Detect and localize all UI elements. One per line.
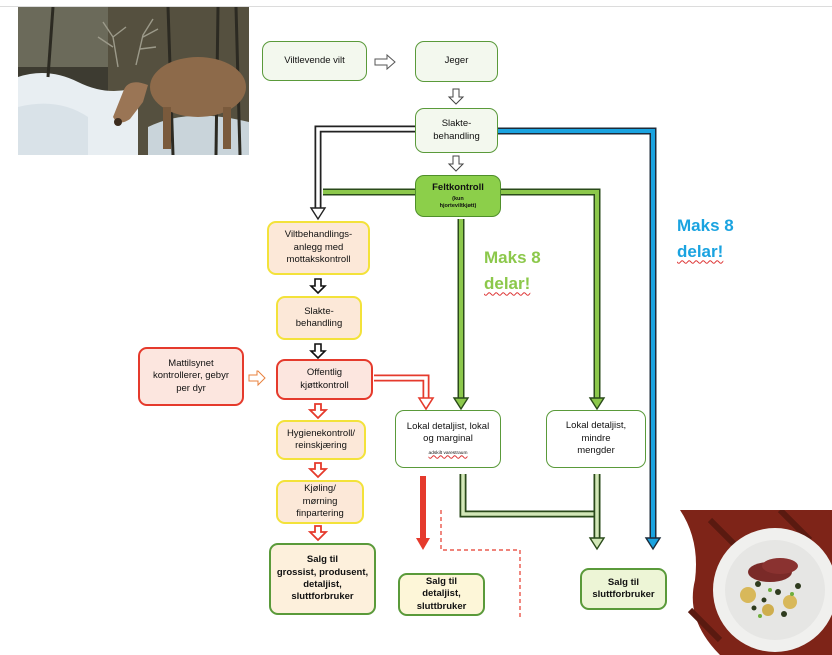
box-feltkontroll-note: (kun hjorteviltkjøtt) xyxy=(439,195,477,209)
line-feltkontroll-to-lokal-mindre xyxy=(501,188,601,400)
box-viltlevende-vilt: Viltlevende vilt xyxy=(262,41,367,81)
box-hygienekontroll-label: Hygienekontroll/ reinskjæring xyxy=(286,427,356,451)
box-feltkontroll: Feltkontroll (kun hjorteviltkjøtt) xyxy=(415,175,501,217)
box-kjoling: Kjøling/ mørning finpartering xyxy=(276,480,364,524)
box-jeger-label: Jeger xyxy=(444,55,469,67)
box-offentlig-kjottkontroll-label: Offentlig kjøttkontroll xyxy=(300,367,349,391)
maks-green-line1: Maks 8 xyxy=(484,248,541,267)
box-slaktebehandling-1-label: Slakte- behandling xyxy=(433,118,480,142)
box-viltbehandlingsanlegg-label: Viltbehandlings- anlegg med mottakskontr… xyxy=(284,229,353,266)
arrow-viltlevende-jeger xyxy=(374,53,396,71)
dashed-separator xyxy=(440,510,521,620)
box-slaktebehandling-2-label: Slakte- behandling xyxy=(295,305,343,329)
arrow-mattilsynet-offentlig xyxy=(248,370,266,387)
box-lokal-mindre: Lokal detaljist, mindre mengder xyxy=(546,410,646,468)
venison-dish-photo xyxy=(680,510,832,655)
arrow-hygiene-kjoling xyxy=(307,462,329,479)
maks-blue-line1: Maks 8 xyxy=(677,216,734,235)
box-lokal-marginal-note: adskilt varestraum xyxy=(428,450,468,456)
box-salg-sluttforbruker-label: Salg til sluttforbruker xyxy=(592,576,655,600)
arrow-offentlig-hygiene xyxy=(307,403,329,420)
arrow-slakte-feltkontroll xyxy=(447,155,465,172)
maks-8-delar-green: Maks 8 delar! xyxy=(484,245,541,296)
box-slaktebehandling-1: Slakte- behandling xyxy=(415,108,498,153)
slide-top-rule xyxy=(0,6,832,7)
arrow-viltbehandling-slakte xyxy=(309,278,327,295)
line-offentlig-to-lokal-marginal xyxy=(374,374,430,400)
arrow-jeger-slakte xyxy=(447,88,465,105)
box-hygienekontroll: Hygienekontroll/ reinskjæring xyxy=(276,420,366,460)
maks-8-delar-blue: Maks 8 delar! xyxy=(677,213,734,264)
line-lokal-marginal-to-salg-slutt xyxy=(459,474,597,518)
box-jeger: Jeger xyxy=(415,41,498,82)
box-salg-grossist: Salg til grossist, produsent, detaljist,… xyxy=(269,543,376,615)
box-mattilsynet-label: Mattilsynet kontrollerer, gebyr per dyr xyxy=(152,357,230,394)
box-lokal-marginal-label: Lokal detaljist, lokal og marginal xyxy=(406,421,490,445)
box-lokal-marginal: Lokal detaljist, lokal og marginal adski… xyxy=(395,410,501,468)
arrow-kjoling-salg xyxy=(307,525,329,542)
line-slakte-to-viltbehandling xyxy=(314,125,415,211)
box-kjoling-label: Kjøling/ mørning finpartering xyxy=(296,483,344,520)
box-salg-grossist-label: Salg til grossist, produsent, detaljist,… xyxy=(276,554,369,603)
box-viltbehandlingsanlegg: Viltbehandlings- anlegg med mottakskontr… xyxy=(267,221,370,275)
box-lokal-mindre-label: Lokal detaljist, mindre mengder xyxy=(565,420,627,457)
box-mattilsynet: Mattilsynet kontrollerer, gebyr per dyr xyxy=(138,347,244,406)
box-offentlig-kjottkontroll: Offentlig kjøttkontroll xyxy=(276,359,373,400)
maks-green-line2: delar! xyxy=(484,273,531,293)
box-salg-detaljist-label: Salg til detaljist, sluttbruker xyxy=(416,575,467,612)
maks-blue-line2: delar! xyxy=(677,241,724,261)
box-salg-sluttforbruker: Salg til sluttforbruker xyxy=(580,568,667,610)
box-salg-detaljist: Salg til detaljist, sluttbruker xyxy=(398,573,485,616)
box-slaktebehandling-2: Slakte- behandling xyxy=(276,296,362,340)
deer-photo xyxy=(18,7,249,155)
arrow-slakte-offentlig xyxy=(309,343,327,360)
box-feltkontroll-title: Feltkontroll xyxy=(432,182,484,194)
box-viltlevende-vilt-label: Viltlevende vilt xyxy=(284,54,345,66)
